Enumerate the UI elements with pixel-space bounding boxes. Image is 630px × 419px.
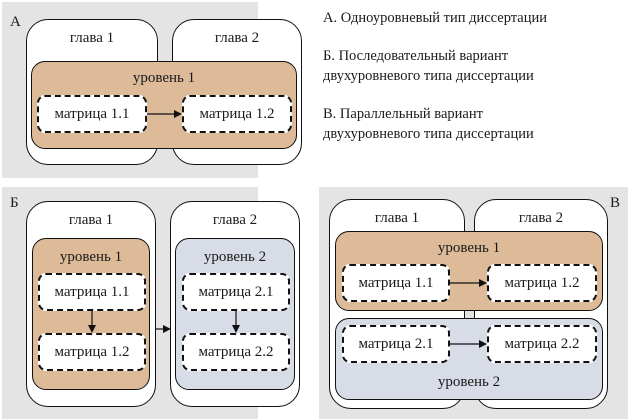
legend-c-line2: двухуровневого типа диссертации <box>323 126 534 142</box>
panel-a-matrix-1-1: матрица 1.1 <box>37 95 147 133</box>
panel-b-matrix-1-1: матрица 1.1 <box>38 273 146 311</box>
chapter-1-title: глава 1 <box>69 30 115 46</box>
panel-b-label: Б <box>10 195 19 211</box>
matrix-label: матрица 2.2 <box>198 343 274 360</box>
arrow-right-icon <box>450 279 487 287</box>
legend: А. Одноуровневый тип диссертации <box>323 8 547 28</box>
legend-c-line1: В. Параллельный вариант <box>323 106 483 122</box>
level-2-title: уровень 2 <box>203 249 267 265</box>
panel-b-matrix-2-1: матрица 2.1 <box>182 273 290 311</box>
chapter-2-title: глава 2 <box>212 212 258 228</box>
matrix-label: матрица 2.1 <box>358 335 434 352</box>
panel-a-matrix-1-2: матрица 1.2 <box>182 95 292 133</box>
panel-c-matrix-1-1: матрица 1.1 <box>342 264 450 302</box>
chapter-2-title: глава 2 <box>214 30 260 46</box>
level-1-title: уровень 1 <box>437 240 501 256</box>
matrix-label: матрица 1.1 <box>54 283 130 300</box>
panel-a-label: А <box>10 14 21 30</box>
matrix-label: матрица 1.2 <box>54 343 130 360</box>
chapter-1-title: глава 1 <box>68 212 114 228</box>
arrow-right-icon <box>156 325 171 333</box>
panel-c-matrix-2-2: матрица 2.2 <box>487 325 597 363</box>
matrix-label: матрица 2.2 <box>504 335 580 352</box>
panel-b: Б глава 1 глава 2 уровень 1 уровень 2 ма… <box>2 187 300 419</box>
level-2-title: уровень 2 <box>437 374 501 390</box>
arrow-down-icon <box>88 311 96 333</box>
legend-b-line2: двухуровневого типа диссертации <box>323 68 534 84</box>
matrix-label: матрица 2.1 <box>198 283 274 300</box>
panel-c-matrix-1-2: матрица 1.2 <box>487 264 597 302</box>
level-1-title: уровень 1 <box>132 70 196 86</box>
legend-c: В. Параллельный вариант двухуровневого т… <box>323 104 534 144</box>
arrow-down-icon <box>232 311 240 333</box>
panel-a: А глава 1 глава 2 уровень 1 матрица 1.1 … <box>2 2 302 178</box>
arrow-right-icon <box>450 340 487 348</box>
legend-b-line1: Б. Последовательный вариант <box>323 48 509 64</box>
panel-c: В глава 1 глава 2 уровень 1 уровень 2 ма… <box>319 187 628 419</box>
chapter-1-title: глава 1 <box>374 210 420 226</box>
matrix-label: матрица 1.1 <box>54 105 130 122</box>
legend-b: Б. Последовательный вариант двухуровнево… <box>323 46 534 86</box>
matrix-label: матрица 1.2 <box>504 274 580 291</box>
matrix-label: матрица 1.1 <box>358 274 434 291</box>
panel-c-label: В <box>610 195 621 211</box>
legend-a: А. Одноуровневый тип диссертации <box>323 10 547 26</box>
matrix-label: матрица 1.2 <box>199 105 275 122</box>
panel-b-matrix-2-2: матрица 2.2 <box>182 333 290 371</box>
panel-c-matrix-2-1: матрица 2.1 <box>342 325 450 363</box>
chapter-2-title: глава 2 <box>518 210 564 226</box>
level-1-title: уровень 1 <box>59 249 123 265</box>
arrow-right-icon <box>147 110 182 118</box>
panel-b-matrix-1-2: матрица 1.2 <box>38 333 146 371</box>
